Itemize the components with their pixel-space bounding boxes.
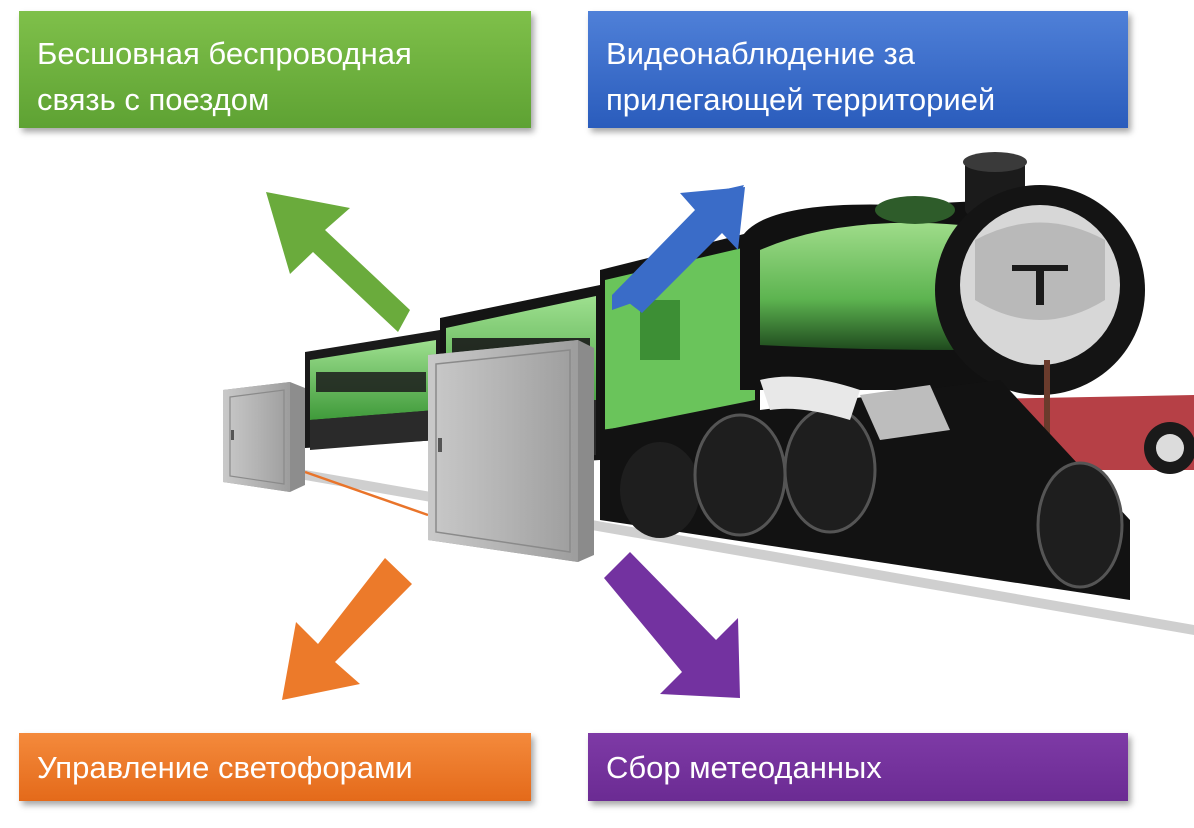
feature-video-line2: прилегающей территорией — [606, 82, 996, 117]
locomotive-wheels — [600, 376, 1130, 600]
arrow-down-left-icon — [282, 558, 412, 700]
feature-video-line1: Видеонаблюдение за — [606, 36, 916, 71]
feature-video-box: Видеонаблюдение за прилегающей территори… — [588, 11, 1128, 128]
feature-meteo-label: Сбор метеоданных — [606, 750, 882, 785]
feature-wireless-line2: связь с поездом — [37, 82, 270, 117]
feature-signals-label: Управление светофорами — [37, 750, 413, 785]
arrow-down-right-icon — [604, 552, 740, 698]
cabinet-small — [223, 382, 305, 492]
feature-meteo-box: Сбор метеоданных — [588, 733, 1128, 801]
arrow-up-right-icon — [612, 185, 745, 313]
cabinet-large — [428, 340, 594, 562]
feature-wireless-line1: Бесшовная беспроводная — [37, 36, 412, 71]
cabinet-cable — [304, 470, 429, 517]
feature-signals-box: Управление светофорами — [19, 733, 531, 801]
feature-wireless-box: Бесшовная беспроводная связь с поездом — [19, 11, 531, 128]
carriage-rear — [305, 330, 440, 450]
arrow-up-left-icon — [266, 192, 410, 332]
